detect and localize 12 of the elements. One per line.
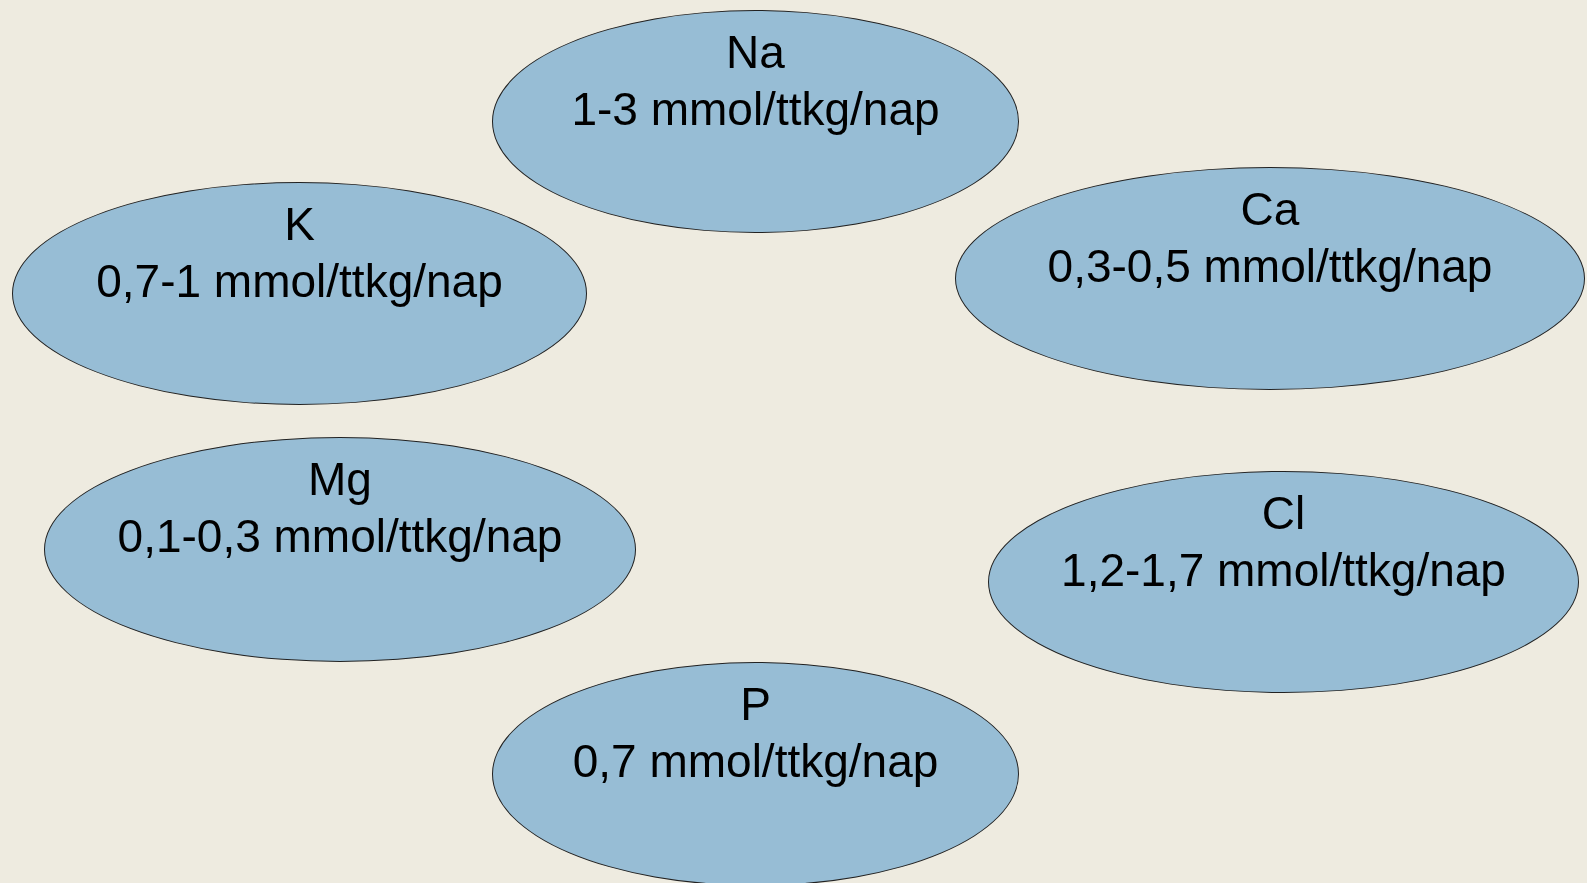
dosage-text: 1-3 mmol/ttkg/nap (571, 83, 940, 135)
element-symbol: Na (726, 27, 785, 78)
element-symbol: Ca (1240, 184, 1300, 235)
element-symbol: P (740, 679, 771, 730)
dosage-text: 0,3-0,5 mmol/ttkg/nap (1047, 240, 1493, 292)
dosage-text: 1,2-1,7 mmol/ttkg/nap (1061, 544, 1506, 596)
dosage-text: 0,7-1 mmol/ttkg/nap (96, 255, 503, 307)
dosage-text: 0,1-0,3 mmol/ttkg/nap (117, 510, 563, 562)
dosage-text: 0,7 mmol/ttkg/nap (572, 735, 939, 787)
element-symbol: K (284, 199, 315, 250)
element-symbol: Mg (308, 454, 372, 505)
element-symbol: Cl (1261, 488, 1306, 539)
